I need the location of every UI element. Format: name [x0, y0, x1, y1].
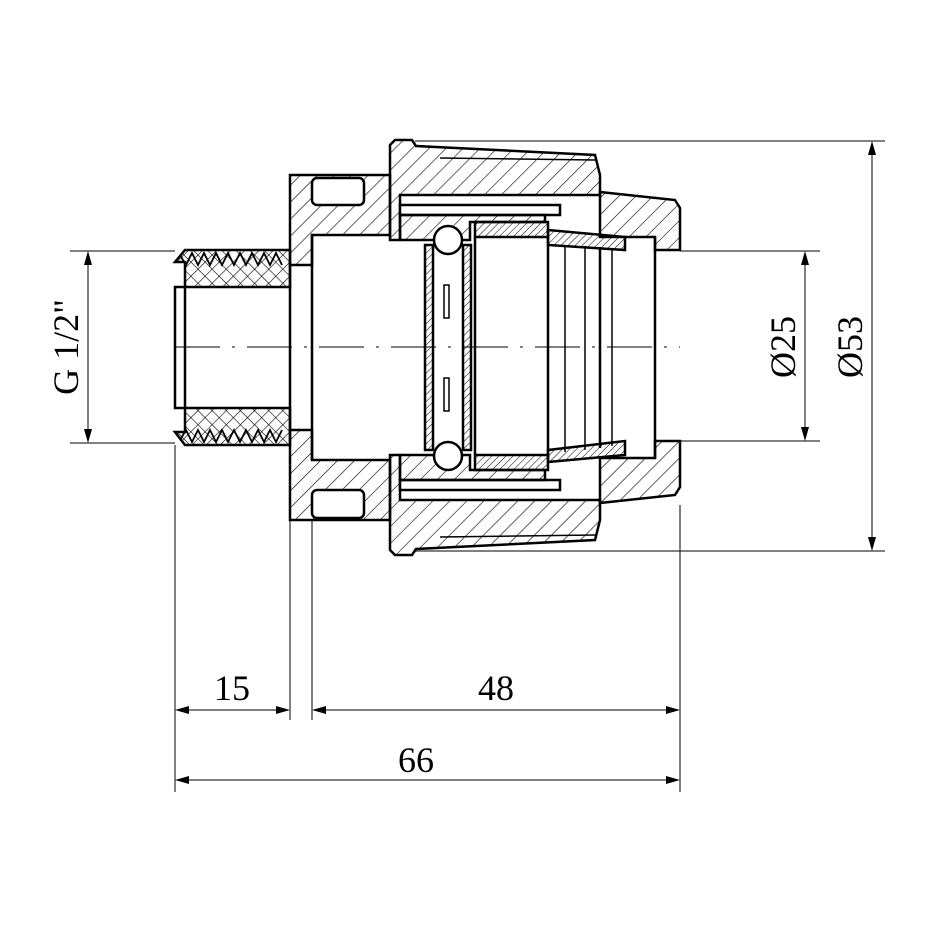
outer-diameter-label: Ø53 — [830, 316, 870, 378]
dimension-arrows — [84, 141, 876, 784]
threaded-end — [172, 248, 292, 447]
fitting-section — [172, 138, 682, 557]
total-length-label: 66 — [398, 740, 434, 780]
inner-diameter-label: Ø25 — [763, 316, 803, 378]
clamp-sleeve — [473, 220, 627, 472]
thread-size-label: G 1/2" — [46, 299, 86, 395]
body-length-label: 48 — [478, 668, 514, 708]
retaining-ring — [423, 224, 473, 472]
thread-length-label: 15 — [214, 668, 250, 708]
union-nut — [388, 138, 602, 557]
dimension-lines — [70, 140, 885, 792]
